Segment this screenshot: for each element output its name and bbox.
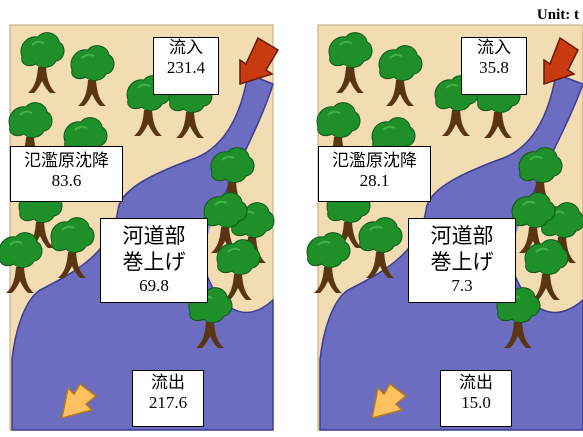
outflow-arrow-icon [61,382,98,420]
inflow-value: 231.4 [166,58,206,78]
left-floodplain-box: 氾濫原沈降 83.6 [10,146,123,202]
channel-label-line1: 河道部 [430,224,494,248]
floodplain-label: 氾濫原沈降 [332,151,417,171]
floodplain-label: 氾濫原沈降 [24,151,109,171]
unit-label: Unit: t [536,7,579,23]
right-channel-box: 河道部 巻上げ 7.3 [408,218,516,303]
channel-label-line1: 河道部 [122,224,186,248]
outflow-value: 217.6 [148,393,188,413]
left-outflow-box: 流出 217.6 [132,370,204,427]
channel-value: 69.8 [139,275,169,295]
floodplain-value: 28.1 [359,171,390,191]
right-outflow-box: 流出 15.0 [440,370,512,427]
floodplain-value: 83.6 [51,171,82,191]
right-inflow-box: 流入 35.8 [461,37,527,95]
right-floodplain-box: 氾濫原沈降 28.1 [318,146,431,202]
outflow-arrow-icon [371,382,408,420]
inflow-arrow-icon [543,36,579,86]
inflow-value: 35.8 [479,58,509,78]
outflow-value: 15.0 [461,393,491,413]
inflow-label: 流入 [477,38,511,58]
inflow-arrow-icon [239,36,280,86]
channel-value: 7.3 [451,275,473,295]
channel-label-line2: 巻上げ [122,250,186,275]
outflow-label: 流出 [459,373,493,393]
left-inflow-box: 流入 231.4 [153,37,219,95]
left-channel-box: 河道部 巻上げ 69.8 [100,218,208,303]
inflow-label: 流入 [169,38,203,58]
outflow-label: 流出 [151,373,185,393]
channel-label-line2: 巻上げ [430,250,494,275]
